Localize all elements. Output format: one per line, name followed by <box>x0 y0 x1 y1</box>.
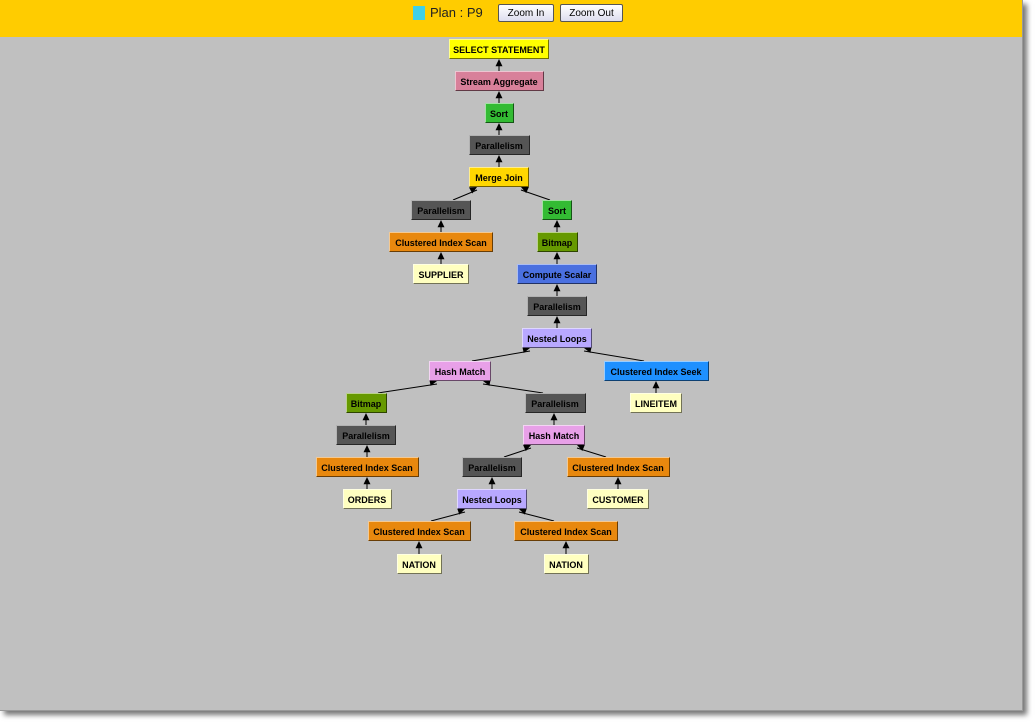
edge-line <box>482 383 544 394</box>
arrowhead-icon <box>553 284 561 292</box>
arrowhead-icon <box>437 220 445 228</box>
plan-node-parallelism[interactable]: Parallelism <box>462 457 522 477</box>
edge-line <box>377 383 438 394</box>
arrowhead-icon <box>457 508 465 515</box>
plan-label: Plan : P9 <box>430 5 483 20</box>
arrowhead-icon <box>553 220 561 228</box>
plan-node-parallelism[interactable]: Parallelism <box>468 135 530 155</box>
plan-node-stream-aggregate[interactable]: Stream Aggregate <box>454 71 544 91</box>
plan-node-nested-loops[interactable]: Nested Loops <box>522 328 592 348</box>
zoom-out-button[interactable]: Zoom Out <box>560 4 623 22</box>
arrowhead-icon <box>495 123 503 131</box>
edge-line <box>583 350 645 362</box>
arrowhead-icon <box>553 252 561 260</box>
arrowhead-icon <box>652 381 660 389</box>
plan-node-clustered-index-scan[interactable]: Clustered Index Scan <box>315 457 419 477</box>
plan-node-clustered-index-seek[interactable]: Clustered Index Seek <box>603 361 709 381</box>
plan-color-swatch <box>413 6 425 20</box>
plan-window: Plan : P9 Zoom In Zoom Out SELECT STATEM… <box>0 0 1023 711</box>
plan-node-bitmap[interactable]: Bitmap <box>536 232 578 252</box>
arrowhead-icon <box>363 445 371 453</box>
arrowhead-icon <box>562 541 570 549</box>
arrowhead-icon <box>363 477 371 485</box>
plan-node-nation[interactable]: NATION <box>543 554 589 574</box>
plan-node-orders[interactable]: ORDERS <box>342 489 392 509</box>
arrowhead-icon <box>553 316 561 324</box>
plan-node-hash-match[interactable]: Hash Match <box>429 361 491 381</box>
arrowhead-icon <box>495 91 503 99</box>
edge-line <box>471 350 531 362</box>
plan-node-supplier[interactable]: SUPPLIER <box>413 264 469 284</box>
arrowhead-icon <box>469 187 477 194</box>
arrowhead-icon <box>495 59 503 67</box>
plan-node-parallelism[interactable]: Parallelism <box>411 200 471 220</box>
arrowhead-icon <box>550 413 558 421</box>
plan-node-nation[interactable]: NATION <box>396 554 442 574</box>
toolbar: Plan : P9 Zoom In Zoom Out <box>0 0 1022 37</box>
plan-node-hash-match[interactable]: Hash Match <box>523 425 585 445</box>
arrowhead-icon <box>415 541 423 549</box>
plan-node-sort[interactable]: Sort <box>484 103 514 123</box>
plan-node-merge-join[interactable]: Merge Join <box>469 167 529 187</box>
arrowhead-icon <box>488 477 496 485</box>
arrowhead-icon <box>362 413 370 421</box>
plan-node-sort[interactable]: Sort <box>542 200 572 220</box>
plan-node-parallelism[interactable]: Parallelism <box>336 425 396 445</box>
plan-node-clustered-index-scan[interactable]: Clustered Index Scan <box>566 457 670 477</box>
plan-node-parallelism[interactable]: Parallelism <box>524 393 586 413</box>
plan-node-select-statement[interactable]: SELECT STATEMENT <box>449 39 549 59</box>
arrowhead-icon <box>521 186 529 194</box>
plan-node-lineitem[interactable]: LINEITEM <box>630 393 682 413</box>
plan-node-customer[interactable]: CUSTOMER <box>587 489 649 509</box>
zoom-in-button[interactable]: Zoom In <box>498 4 554 22</box>
arrowhead-icon <box>614 477 622 485</box>
plan-node-clustered-index-scan[interactable]: Clustered Index Scan <box>514 521 618 541</box>
plan-node-bitmap[interactable]: Bitmap <box>345 393 387 413</box>
arrowhead-icon <box>495 155 503 163</box>
plan-node-parallelism[interactable]: Parallelism <box>527 296 587 316</box>
arrowhead-icon <box>523 444 531 452</box>
arrowhead-icon <box>437 252 445 260</box>
arrowhead-icon <box>519 508 527 515</box>
plan-node-clustered-index-scan[interactable]: Clustered Index Scan <box>367 521 471 541</box>
plan-node-compute-scalar[interactable]: Compute Scalar <box>517 264 597 284</box>
plan-node-clustered-index-scan[interactable]: Clustered Index Scan <box>389 232 493 252</box>
plan-node-nested-loops[interactable]: Nested Loops <box>457 489 527 509</box>
arrowhead-icon <box>577 444 585 451</box>
